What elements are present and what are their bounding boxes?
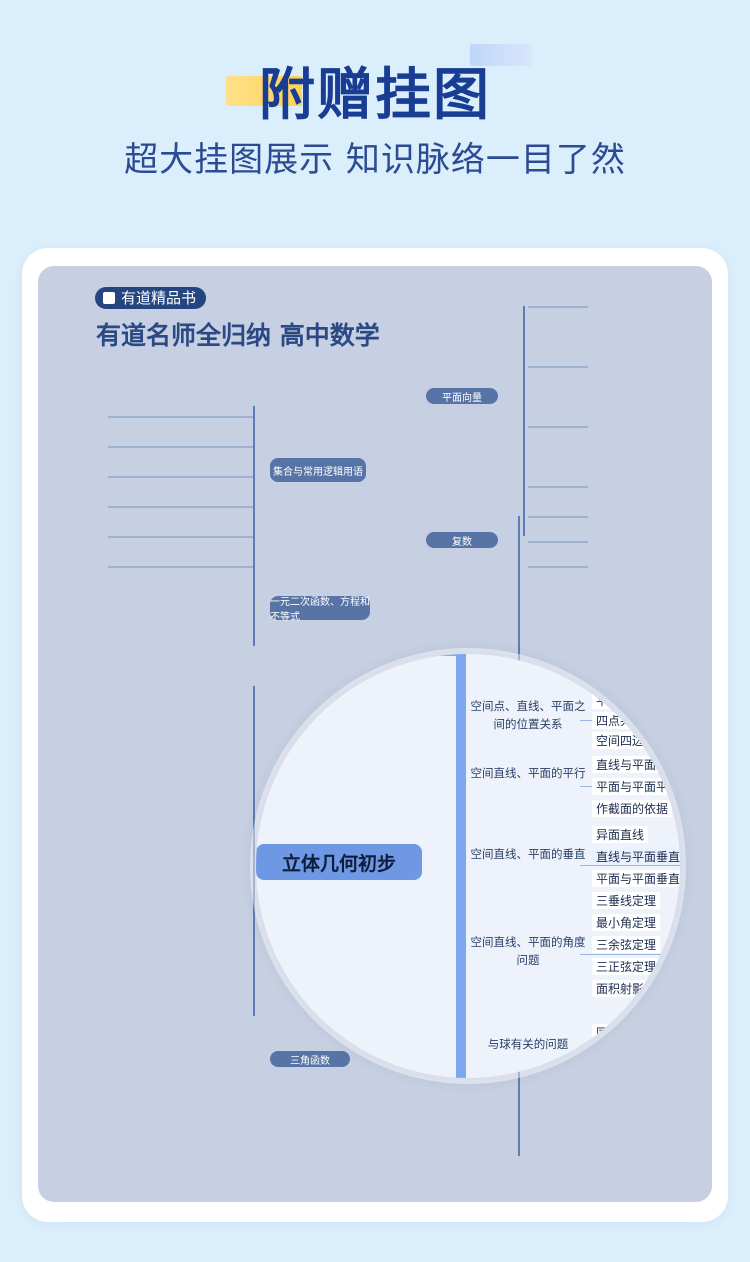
node-1: 集合与常用逻辑用语: [270, 458, 366, 482]
branch-3-item-3: 平面与平面垂直: [592, 870, 680, 887]
page-title: 附赠挂图: [259, 63, 491, 128]
branch-3-item-1: 异面直线: [592, 826, 649, 843]
branch-1-item-3: 空间四边形: [592, 732, 661, 749]
node-4: 复数: [426, 532, 498, 548]
brand-badge: 有道精品书: [95, 287, 207, 309]
magnifier: 立体几何初步 空间点、直线、平面之间的位置关系 平 四点共 空间四边形 空间直线…: [256, 654, 680, 1078]
branch-2-item-3: 作截面的依据: [592, 800, 673, 817]
page-subtitle: 超大挂图展示 知识脉络一目了然: [124, 140, 626, 180]
branch-1: 空间点、直线、平面之间的位置关系: [470, 699, 586, 731]
branch-1-item-2: 四点共: [592, 712, 637, 729]
branch-4-item-3: 三正弦定理: [592, 958, 661, 975]
branch-1-item-1: 平: [592, 692, 613, 709]
branch-4-line: [580, 954, 680, 955]
accent-yellow: [226, 76, 302, 106]
branch-3-item-2: 直线与平面垂直: [592, 848, 680, 865]
branch-5-line: [580, 1046, 680, 1047]
node-5: 三角函数: [270, 1051, 350, 1067]
branch-4: 空间直线、平面的角度问题: [470, 935, 586, 967]
branch-2: 空间直线、平面的平行: [470, 766, 586, 780]
branch-3-item-4: 三垂线定理: [592, 892, 661, 909]
mag-stub: [416, 654, 466, 656]
branch-4-item-1: 最小角定理: [592, 914, 661, 931]
mag-spine: [456, 654, 466, 1078]
branch-5: 与球有关的问题: [487, 1037, 569, 1051]
branch-3-line: [580, 865, 680, 866]
branch-3: 空间直线、平面的垂直: [470, 847, 586, 861]
branch-4-item-2: 三余弦定理: [592, 936, 661, 953]
branch-5-item-1: 同样的外: [592, 1024, 649, 1041]
branch-2-item-2: 平面与平面平行: [592, 778, 680, 795]
brand-label: 有道精品书: [121, 289, 197, 307]
branch-4-item-4: 面积射影定理: [592, 980, 673, 997]
accent-blue: [470, 44, 532, 66]
node-3: 平面向量: [426, 388, 498, 404]
branch-2-item-1: 直线与平面平: [592, 756, 673, 773]
node-2: 一元二次函数、方程和不等式: [270, 596, 370, 623]
branch-5-item-2: 两球: [592, 1046, 625, 1063]
mag-main-node: 立体几何初步: [256, 844, 422, 880]
book-icon: [103, 292, 115, 304]
poster-title: 有道名师全归纳 高中数学: [96, 321, 380, 350]
